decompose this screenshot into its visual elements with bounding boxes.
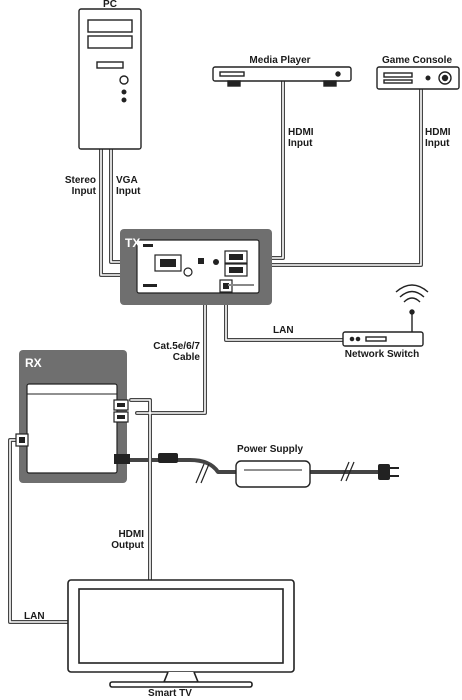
cat-cable-line2: Cable (172, 352, 200, 363)
game-console-label: Game Console (381, 55, 453, 66)
smart-tv-label: Smart TV (148, 688, 192, 699)
media-player-label: Media Player (249, 55, 311, 66)
network-switch-label: Network Switch (344, 349, 420, 360)
cat-cable-label: Cat.5e/6/7 Cable (132, 341, 200, 363)
hdmi-media-line1: HDMI (288, 127, 314, 138)
game-console-icon (376, 66, 460, 90)
lan-switch-label: LAN (273, 325, 294, 336)
stereo-label-line1: Stereo (64, 175, 96, 186)
media-player-icon (212, 66, 352, 87)
hdmi-game-line2: Input (425, 138, 450, 149)
hdmi-output-label: HDMI Output (96, 529, 144, 551)
hdmi-output-cable (129, 398, 152, 584)
rx-label: RX (25, 356, 42, 370)
pc-label: PC (103, 0, 117, 10)
vga-label-line1: VGA (116, 175, 138, 186)
hdmi-game-cable (260, 88, 423, 267)
power-supply-icon (158, 453, 399, 488)
smart-tv-icon (67, 579, 295, 688)
hdmi-output-line2: Output (111, 540, 144, 551)
hdmi-media-input-label: HDMI Input (288, 127, 328, 149)
power-dc-cable (126, 458, 238, 474)
cat-cable-line1: Cat.5e/6/7 (153, 341, 200, 352)
rx-device-face (26, 383, 118, 474)
vga-label-line2: Input (116, 186, 141, 197)
hdmi-output-line1: HDMI (118, 529, 144, 540)
tx-label: TX (125, 236, 141, 250)
lan-tv-label: LAN (24, 611, 45, 622)
network-switch-icon (342, 284, 429, 347)
vga-input-label: VGA Input (116, 175, 156, 197)
hdmi-game-input-label: HDMI Input (425, 127, 461, 149)
hdmi-media-line2: Input (288, 138, 313, 149)
rx-unit (15, 350, 130, 483)
tx-unit (120, 229, 272, 305)
stereo-input-label: Stereo Input (40, 175, 96, 197)
power-supply-label: Power Supply (236, 444, 304, 455)
stereo-label-line2: Input (71, 186, 96, 197)
hdmi-game-line1: HDMI (425, 127, 451, 138)
pc-tower-icon (78, 8, 142, 150)
